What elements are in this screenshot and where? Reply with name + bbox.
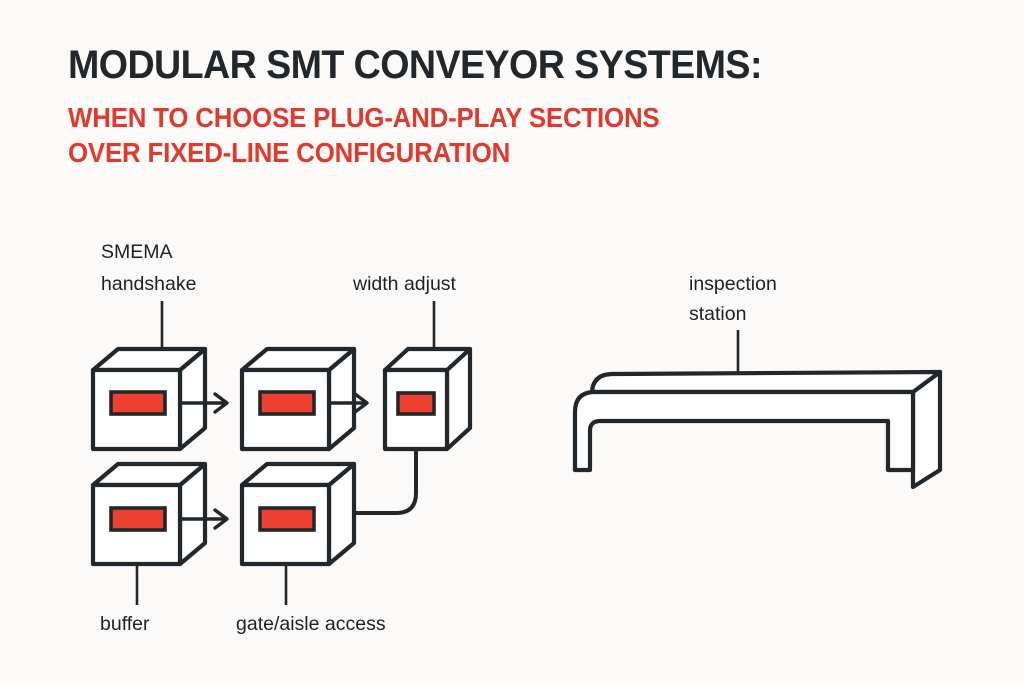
label-smema-line2: handshake [101,273,196,295]
inspection-station[interactable] [572,369,943,490]
inspection-station-front-frame [572,389,916,473]
page-subtitle-line2: OVER FIXED-LINE CONFIGURATION [68,137,511,168]
label-width-adjust: width adjust [352,273,457,295]
flow-arrow-3 [178,508,229,530]
module-3[interactable] [382,346,473,452]
module-2[interactable] [239,346,357,452]
flow-arrow-2 [327,392,369,414]
label-inspection-line2: station [689,303,746,325]
label-buffer: buffer [100,613,150,635]
module-2-slot-indicator [258,390,316,416]
inspection-station-top-face [589,369,943,395]
label-gate-aisle: gate/aisle access [236,613,386,635]
module-4[interactable] [90,461,208,567]
module-5[interactable] [239,461,357,567]
page-subtitle: WHEN TO CHOOSE PLUG-AND-PLAY SECTIONS OV… [68,101,914,169]
module-4-slot-indicator [109,506,167,532]
module-5-slot-indicator [258,506,316,532]
module-1[interactable] [90,346,208,452]
connector-module3-to-module5 [329,450,418,515]
title-block: MODULAR SMT CONVEYOR SYSTEMS: WHEN TO CH… [68,42,968,169]
module-1-slot-indicator [109,390,167,416]
module-3-slot-indicator [396,391,436,416]
page-title: MODULAR SMT CONVEYOR SYSTEMS: [68,43,762,87]
label-smema-line1: SMEMA [101,241,173,263]
label-inspection-line1: inspection [689,273,777,295]
module-3-front-face [382,367,450,452]
page-subtitle-line1: WHEN TO CHOOSE PLUG-AND-PLAY SECTIONS [68,102,660,133]
flow-arrow-1 [178,392,229,414]
